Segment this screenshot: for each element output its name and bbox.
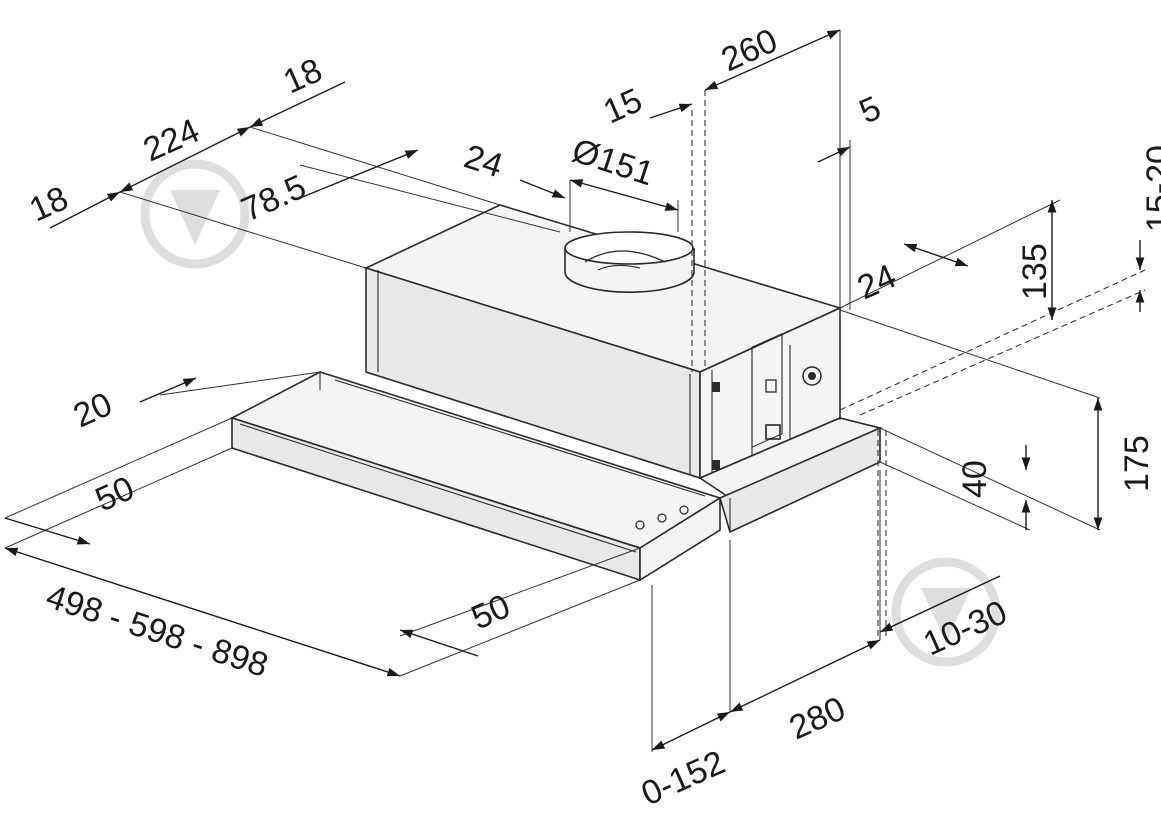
dim-label-side-5: 5	[854, 89, 887, 131]
slider-tray	[229, 371, 722, 582]
dim-label-depth-260: 260	[716, 22, 783, 80]
dim-label-front-right-50: 50	[466, 587, 516, 637]
watermark-icon-top	[140, 159, 250, 269]
dim-label-top-15: 15	[598, 81, 648, 131]
dim-label-width: 498 - 598 - 898	[42, 577, 273, 684]
watermark-icon-bottom	[891, 557, 1001, 667]
dim-label-duct-diameter: Ø151	[568, 131, 659, 193]
duct-collar	[564, 231, 695, 293]
dim-label-height-15-20: 15-20	[1140, 145, 1161, 232]
dim-label-top-78-5: 78.5	[236, 168, 312, 230]
dim-label-top-24: 24	[460, 137, 508, 185]
dim-label-top-18-left: 18	[24, 179, 74, 229]
dim-label-slide-280: 280	[784, 690, 851, 748]
dim-label-height-135: 135	[1016, 243, 1054, 300]
dim-label-slide-0-152: 0-152	[636, 743, 731, 813]
dim-label-front-left-50: 50	[90, 469, 140, 519]
dim-label-front-depth-20: 20	[68, 385, 118, 435]
dim-label-height-175: 175	[1118, 435, 1156, 492]
dim-label-height-40: 40	[956, 460, 994, 498]
dim-label-side-24: 24	[852, 257, 902, 307]
